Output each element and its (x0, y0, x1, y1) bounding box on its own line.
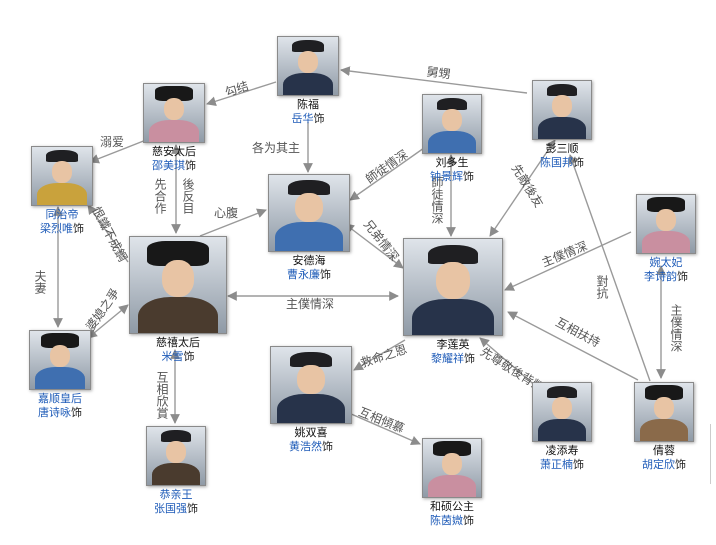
label-geweiqizhu: 各为其主 (252, 140, 300, 155)
edge-cixi-tongzhi (87, 204, 129, 263)
portrait-gongqinwang (146, 426, 206, 486)
name-cian: 慈安太后 (152, 145, 196, 158)
edge-cian-tongzhi (89, 139, 147, 164)
edge-andehai-li (344, 223, 404, 269)
name-chenfu: 陈福 (297, 98, 319, 111)
label-huxiangfuchi: 互相扶持 (553, 314, 602, 350)
node-cian[interactable]: 慈安太后 邵美琪饰 (136, 83, 212, 173)
name-lingtianshou: 凌添寿 (545, 444, 579, 457)
node-qianrong[interactable]: 倩蓉 胡定欣饰 (624, 382, 704, 472)
node-andehai[interactable]: 安德海 曹永廉饰 (262, 174, 356, 282)
node-jiashun[interactable]: 嘉顺皇后 唐诗咏饰 (20, 330, 100, 420)
portrait-jiashun (29, 330, 91, 390)
name-jiashun: 嘉顺皇后 (38, 392, 82, 405)
node-lilianying[interactable]: 李莲英 黎耀祥饰 (400, 238, 506, 366)
name-yaoshuangxi: 姚双喜 (294, 426, 328, 439)
edge-peng-chenfu (340, 66, 528, 94)
label-huxiangqingmu: 互相傾慕 (357, 405, 407, 436)
label-huxiangxinshang: 互相欣賞 (155, 371, 169, 420)
label-duikang: 對抗 (595, 275, 609, 300)
edge-cixi-andehai (199, 208, 267, 237)
name-gongqinwang: 恭亲王 (159, 488, 193, 501)
actor-andehai: 曹永廉饰 (287, 268, 331, 281)
portrait-tongzhi (31, 146, 93, 206)
label-fuqi: 夫妻 (33, 270, 47, 295)
edge-wantaifei-li (504, 231, 632, 291)
name-heshuo: 和硕公主 (430, 500, 474, 513)
actor-lilianying: 黎耀祥饰 (431, 352, 475, 365)
edge-chenfu-cian (206, 81, 277, 106)
label-xianhezuo: 先合作 (153, 178, 167, 214)
portrait-yaoshuangxi (270, 346, 352, 424)
portrait-cixi (129, 236, 227, 334)
portrait-wantaifei (636, 194, 696, 254)
label-shituqingshen-b: 師徒情深 (430, 176, 444, 224)
actor-wantaifei: 李诗韵饰 (644, 270, 688, 283)
name-liuduosheng: 刘多生 (435, 156, 469, 169)
portrait-lilianying (403, 238, 503, 336)
actor-yaoshuangxi: 黄浩然饰 (289, 440, 333, 453)
node-lingtianshou[interactable]: 凌添寿 萧正楠饰 (524, 382, 600, 472)
portrait-cian (143, 83, 205, 143)
edge-liu-andehai (349, 147, 425, 201)
actor-pengsanshun: 陈国邦饰 (540, 156, 584, 169)
actor-chenfu: 岳华饰 (291, 112, 325, 125)
edge-yao-heshuo (341, 409, 421, 445)
actor-qianrong: 胡定欣饰 (642, 458, 686, 471)
portrait-pengsanshun (532, 80, 592, 140)
actor-liuduosheng: 钟景辉饰 (430, 170, 474, 183)
node-gongqinwang[interactable]: 恭亲王 张国强饰 (138, 426, 214, 516)
portrait-heshuo (422, 438, 482, 498)
portrait-chenfu (277, 36, 339, 96)
label-goujie: 勾结 (223, 79, 250, 100)
portrait-lingtianshou (532, 382, 592, 442)
edge-peng-li (489, 139, 556, 237)
node-chenfu[interactable]: 陈福 岳华饰 (270, 36, 346, 126)
actor-jiashun: 唐诗咏饰 (38, 406, 82, 419)
edge-ling-li (479, 337, 539, 389)
actor-tongzhi: 梁烈唯饰 (40, 222, 84, 235)
node-wantaifei[interactable]: 婉太妃 李诗韵饰 (626, 194, 706, 284)
portrait-andehai (268, 174, 350, 252)
label-zhupuqingshen-a: 主僕情深 (286, 297, 334, 311)
label-xinfu: 心腹 (214, 206, 238, 220)
edge-qianrong-peng (568, 154, 651, 382)
node-liuduosheng[interactable]: 刘多生 钟景辉饰 (412, 94, 492, 184)
label-niai: 溺爱 (100, 135, 124, 149)
name-qianrong: 倩蓉 (653, 444, 675, 457)
name-wantaifei: 婉太妃 (649, 256, 683, 269)
edge-cixi-jiashun (87, 304, 129, 339)
name-andehai: 安德海 (292, 254, 326, 267)
side-frame (710, 424, 716, 484)
node-pengsanshun[interactable]: 彭三顺 陈国邦饰 (522, 80, 602, 170)
label-zhupuqingshen-b: 主僕情深 (540, 239, 590, 270)
name-pengsanshun: 彭三顺 (545, 142, 579, 155)
name-lilianying: 李莲英 (436, 338, 470, 351)
label-shituqingshen-a: 師徒情深 (363, 147, 410, 186)
actor-heshuo: 陈茵媺饰 (430, 514, 474, 527)
edge-qianrong-li (507, 311, 639, 381)
label-houfanmu: 後反目 (181, 178, 195, 214)
edge-li-yaoshuangxi (353, 339, 406, 371)
portrait-qianrong (634, 382, 694, 442)
portrait-liuduosheng (422, 94, 482, 154)
actor-lingtianshou: 萧正楠饰 (540, 458, 584, 471)
node-cixi[interactable]: 慈禧太后 米雪饰 (126, 236, 230, 364)
label-zhupuqingshen-c: 主僕情深 (669, 304, 683, 352)
actor-gongqinwang: 张国强饰 (154, 502, 198, 515)
name-tongzhi: 同治帝 (45, 208, 79, 221)
label-jiusheng: 舅甥 (426, 65, 452, 82)
actor-cian: 邵美琪饰 (152, 159, 196, 172)
actor-cixi: 米雪饰 (161, 350, 195, 363)
name-cixi: 慈禧太后 (156, 336, 200, 349)
node-heshuo[interactable]: 和硕公主 陈茵媺饰 (414, 438, 490, 528)
node-tongzhi[interactable]: 同治帝 梁烈唯饰 (22, 146, 102, 236)
node-yaoshuangxi[interactable]: 姚双喜 黄浩然饰 (266, 346, 356, 454)
